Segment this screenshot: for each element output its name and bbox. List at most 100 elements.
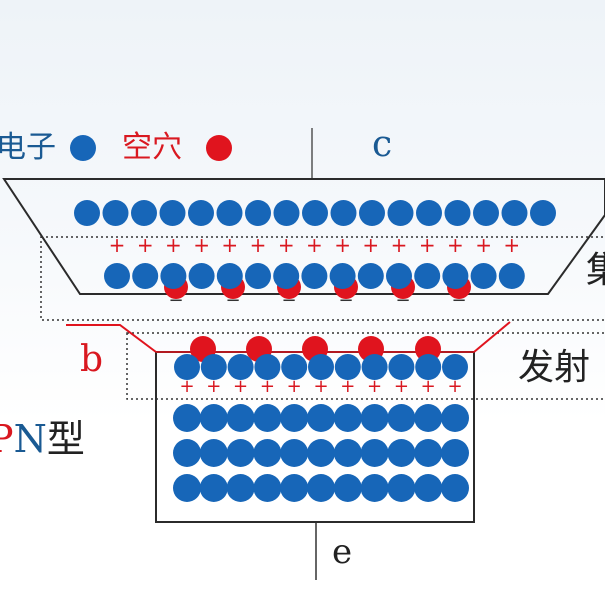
- collector-electron: [329, 263, 356, 289]
- emitter-electron: [360, 404, 389, 432]
- collector-junction-box: [40, 236, 605, 321]
- collector-electron: [216, 200, 243, 226]
- emitter-terminal-label: e: [332, 532, 353, 572]
- type-label-n: N: [13, 417, 47, 461]
- emitter-electron: [280, 404, 309, 432]
- plus-sign: +: [367, 376, 382, 397]
- collector-electron: [104, 263, 130, 289]
- plus-sign: +: [206, 376, 221, 397]
- emitter-electron: [388, 354, 415, 380]
- emitter-electron: [173, 404, 201, 432]
- emitter-electron: [173, 474, 201, 502]
- emitter-electron: [333, 404, 362, 432]
- emitter-electron: [360, 474, 389, 502]
- emitter-electron: [226, 404, 255, 432]
- collector-electron: [159, 200, 186, 226]
- plus-sign: +: [109, 233, 126, 257]
- plus-sign: +: [475, 233, 492, 257]
- collector-electron: [414, 263, 441, 289]
- emitter-electron: [414, 474, 443, 502]
- collector-electron: [501, 200, 528, 226]
- collector-electron: [498, 263, 525, 289]
- collector-terminal-label: c: [372, 124, 393, 165]
- emitter-junction-box: [126, 332, 605, 400]
- emitter-electron: [173, 439, 201, 467]
- plus-sign: +: [165, 233, 182, 257]
- base-region-outline: [66, 324, 157, 353]
- emitter-electron: [254, 354, 281, 380]
- emitter-electron: [334, 354, 361, 380]
- emitter-electron: [441, 474, 469, 502]
- emitter-electron: [200, 354, 227, 380]
- plus-sign: +: [419, 233, 436, 257]
- collector-electron: [273, 200, 300, 226]
- emitter-electron: [308, 354, 334, 380]
- emitter-electron: [307, 474, 335, 502]
- plus-sign: +: [334, 233, 351, 257]
- plus-sign: +: [193, 233, 210, 257]
- minus-sign: −: [395, 290, 410, 311]
- collector-electron: [530, 200, 556, 226]
- emitter-electron: [226, 439, 255, 467]
- plus-sign: +: [362, 233, 379, 257]
- emitter-electron: [361, 354, 388, 380]
- emitter-junction-label: 发射: [518, 347, 591, 388]
- minus-sign: −: [451, 290, 466, 311]
- particles-layer: [74, 200, 556, 502]
- emitter-electron: [387, 439, 416, 467]
- emitter-electron: [280, 474, 309, 502]
- transistor-type-label: PN型: [0, 420, 85, 458]
- collector-electron: [359, 200, 385, 226]
- emitter-electron: [387, 404, 416, 432]
- plus-sign: +: [260, 376, 275, 397]
- plus-sign: +: [447, 233, 464, 257]
- collector-electron: [273, 263, 300, 289]
- collector-electron: [416, 200, 442, 226]
- emitter-electron: [199, 404, 228, 432]
- collector-electron: [160, 263, 187, 289]
- collector-electron: [132, 263, 159, 289]
- collector-electron: [216, 263, 243, 289]
- collector-electron: [386, 263, 412, 289]
- base-terminal-label: b: [80, 339, 104, 380]
- emitter-electron: [307, 404, 335, 432]
- emitter-electron: [360, 439, 389, 467]
- emitter-electron: [414, 439, 443, 467]
- emitter-electron: [441, 439, 469, 467]
- base-hole: [415, 336, 441, 362]
- plus-sign: +: [306, 233, 323, 257]
- base-region-right-edge: [473, 321, 511, 353]
- electron-legend-dot: [70, 135, 96, 161]
- emitter-electron: [199, 474, 228, 502]
- collector-junction-label: 集: [586, 250, 605, 291]
- hole-legend-dot: [206, 135, 232, 161]
- emitter-electron: [253, 404, 282, 432]
- emitter-electron: [307, 439, 335, 467]
- emitter-electron: [280, 439, 309, 467]
- type-label-char: 型: [46, 417, 85, 461]
- collector-electron: [74, 200, 100, 226]
- plus-sign: +: [421, 376, 436, 397]
- emitter-electron: [226, 474, 255, 502]
- minus-sign: −: [225, 290, 240, 311]
- plus-sign: +: [313, 376, 328, 397]
- plus-sign: +: [394, 376, 409, 397]
- plus-sign: +: [391, 233, 408, 257]
- collector-electron: [302, 200, 328, 226]
- plus-sign: +: [503, 233, 520, 257]
- collector-region: [2, 178, 605, 295]
- type-label-p: P: [0, 417, 14, 461]
- emitter-electron: [227, 354, 254, 380]
- emitter-electron: [253, 439, 282, 467]
- emitter-electron: [281, 354, 308, 380]
- charge-signs-layer: +++++++++++++++−−−−−−+++++++++++: [109, 233, 521, 397]
- electron-legend: 电子: [0, 133, 56, 163]
- collector-electron: [442, 263, 469, 289]
- collector-electron: [357, 263, 384, 289]
- hole-legend-label: 空穴: [122, 130, 182, 165]
- emitter-electron: [333, 474, 362, 502]
- collector-electron: [301, 263, 328, 289]
- emitter-electron: [387, 474, 416, 502]
- emitter-electron: [414, 404, 443, 432]
- minus-sign: −: [338, 290, 353, 311]
